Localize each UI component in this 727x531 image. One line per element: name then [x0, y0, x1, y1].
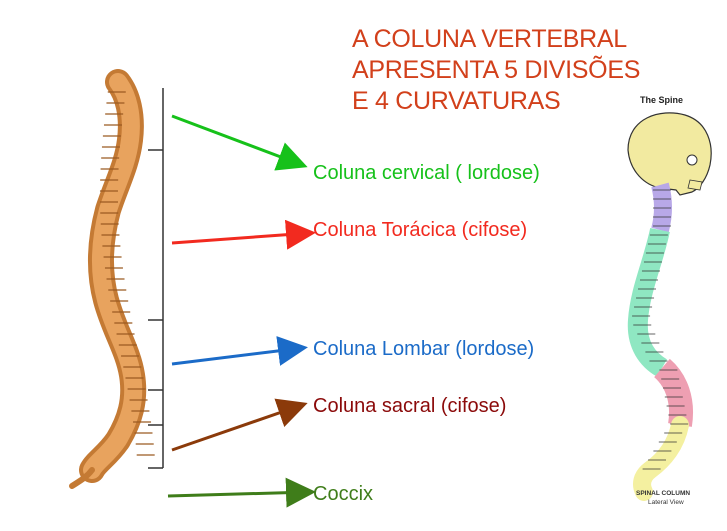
- title-line-2: APRESENTA 5 DIVISÕES: [352, 56, 641, 84]
- arrow-sacral: [171, 398, 308, 452]
- label-lumbar: Coluna Lombar (lordose): [313, 338, 535, 360]
- title-line-3: E 4 CURVATURAS: [352, 87, 561, 115]
- label-coccix: Coccix: [313, 483, 374, 505]
- arrow-lumbar: [171, 336, 308, 366]
- arrow-coccix: [167, 477, 316, 508]
- spine-right-illustration: [627, 112, 712, 501]
- spine-illustration-caption: SPINAL COLUMN: [636, 490, 691, 497]
- spine-left-illustration: [69, 69, 155, 489]
- diagram-title: A COLUNA VERTEBRAL APRESENTA 5 DIVISÕES …: [352, 24, 712, 117]
- arrow-thoracic: [171, 219, 316, 250]
- label-cervical: Coluna cervical ( lordose): [313, 162, 540, 184]
- region-brackets: [148, 88, 164, 469]
- spine-illustration-subcaption: Lateral View: [648, 499, 684, 506]
- arrow-cervical: [171, 114, 308, 171]
- label-sacral: Coluna sacral (cifose): [313, 395, 507, 417]
- title-line-1: A COLUNA VERTEBRAL: [352, 25, 627, 53]
- skull-icon: [627, 112, 712, 196]
- label-thoracic: Coluna Torácica (cifose): [313, 219, 528, 241]
- spine-illustration-heading: The Spine: [640, 95, 684, 105]
